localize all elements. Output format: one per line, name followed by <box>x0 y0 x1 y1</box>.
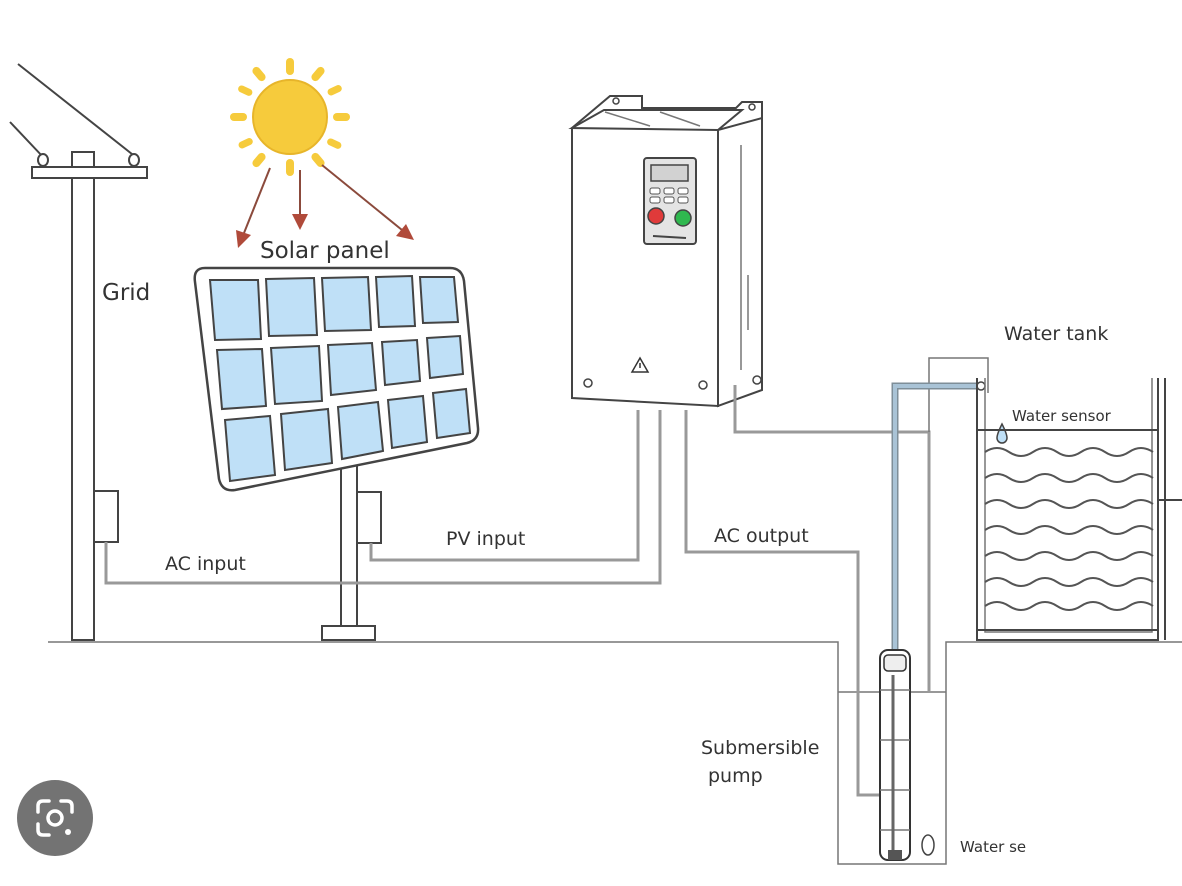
tank-water-sensor-label: Water sensor <box>1012 407 1112 425</box>
submersible-pump-label-line1: Submersible <box>701 737 819 759</box>
solar-panel <box>193 266 480 641</box>
water-pipe <box>891 381 986 650</box>
brand-mark <box>652 235 687 239</box>
submersible-pump-label-line2: pump <box>708 765 763 787</box>
well-water-sensor-label: Water se <box>960 838 1026 856</box>
pv-input-label: PV input <box>446 528 525 550</box>
image-search-lens-icon[interactable] <box>17 780 93 856</box>
pump-inverter <box>568 95 763 408</box>
grid-junction-box <box>93 490 119 543</box>
ground <box>48 641 1182 865</box>
water-tank-label: Water tank <box>1004 323 1108 345</box>
ac-input-label: AC input <box>165 553 246 575</box>
solar-panel-label: Solar panel <box>260 238 390 264</box>
submersible-pump <box>879 649 911 861</box>
sensor-wire <box>733 385 931 693</box>
sunlight-arrows <box>236 164 414 248</box>
stop-button-icon <box>647 207 665 225</box>
water-waves <box>984 447 1154 611</box>
sun-icon <box>230 58 350 176</box>
solar-cells <box>208 274 472 483</box>
ac-output-label: AC output <box>714 525 809 547</box>
inverter-keypad <box>643 157 697 245</box>
ai-watermark: 豆包AI生成 <box>1022 833 1135 859</box>
pv-input-wire <box>369 410 640 562</box>
pv-junction-box <box>356 491 382 544</box>
well-water-sensor-icon <box>921 834 935 856</box>
ac-input-wire <box>104 410 662 585</box>
wiring <box>104 357 989 797</box>
warning-triangle-icon <box>630 356 650 373</box>
grid-pole <box>9 63 148 641</box>
water-tank <box>976 378 1182 641</box>
run-button-icon <box>674 209 692 227</box>
inverter-display <box>650 164 689 182</box>
water-drop-icon <box>996 422 1008 444</box>
ac-output-wire <box>684 410 880 797</box>
grid-label: Grid <box>102 280 150 306</box>
